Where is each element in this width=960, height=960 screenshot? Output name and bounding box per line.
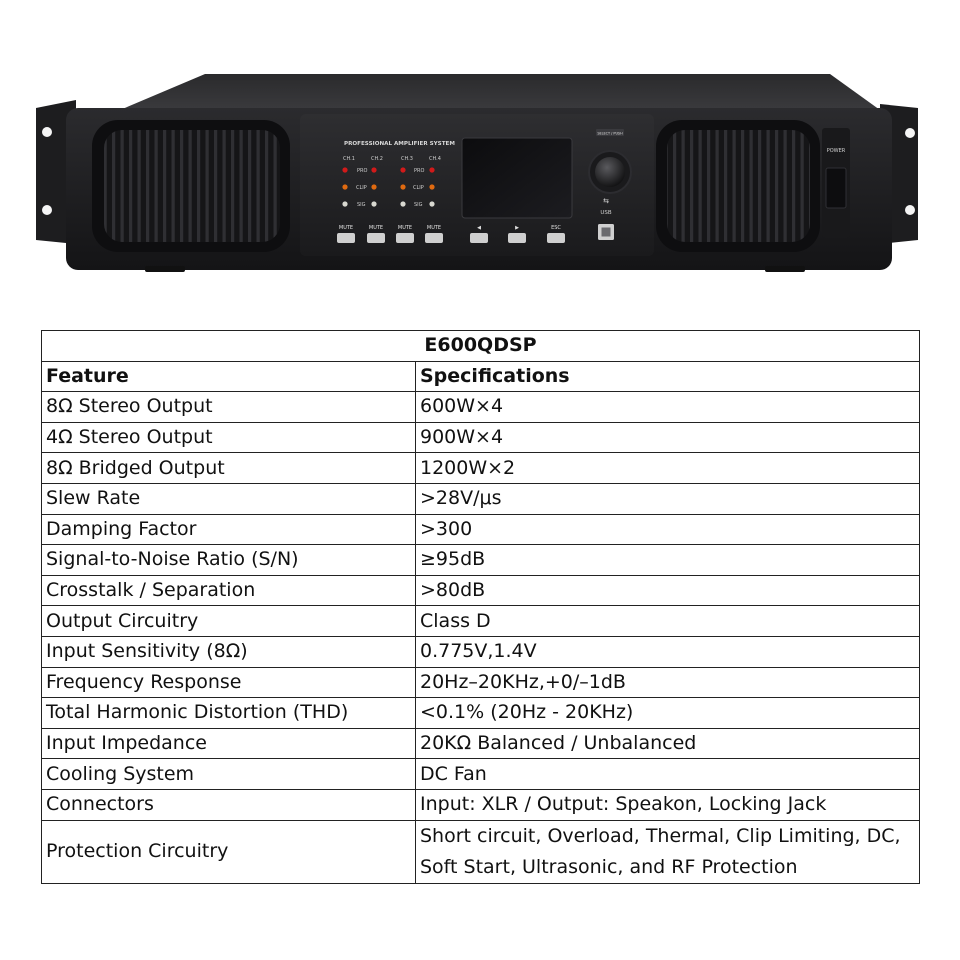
spec-cell: Input: XLR / Output: Speakon, Locking Ja…: [415, 788, 920, 821]
spec-cell: >28V/μs: [415, 482, 920, 515]
spec-cell: >80dB: [415, 574, 920, 607]
select-knob[interactable]: SELECT / PUSH: [588, 129, 632, 194]
spec-cell: 20KΩ Balanced / Unbalanced: [415, 727, 920, 760]
usb-icon: ⇆: [603, 197, 609, 205]
indicator-label: SIG: [357, 202, 366, 208]
usb-label: USB: [600, 210, 612, 216]
svg-text:MUTE: MUTE: [369, 225, 383, 231]
power-switch[interactable]: POWER: [822, 128, 850, 238]
feature-cell: Damping Factor: [41, 513, 416, 546]
spec-line: Short circuit, Overload, Thermal, Clip L…: [420, 824, 901, 847]
panel-label: PROFESSIONAL AMPLIFIER SYSTEM: [344, 141, 455, 147]
table-row: Total Harmonic Distortion (THD) <0.1% (2…: [41, 697, 920, 729]
mute-button-2[interactable]: MUTE: [367, 225, 385, 243]
table-row: Signal-to-Noise Ratio (S/N) ≥95dB: [41, 544, 920, 576]
table-header-row: Feature Specifications: [41, 360, 920, 393]
feature-cell: Protection Circuitry: [41, 819, 416, 884]
table-row: Frequency Response 20Hz–20KHz,+0/–1dB: [41, 666, 920, 699]
spec-cell: 600W×4: [415, 391, 920, 423]
feature-cell: Total Harmonic Distortion (THD): [41, 697, 416, 729]
indicator-label: PRO: [357, 168, 367, 174]
indicator-label: SIG: [414, 202, 423, 208]
spec-cell: 1200W×2: [415, 452, 920, 484]
indicator-label: CLIP: [356, 185, 367, 191]
spec-cell: >300: [415, 513, 920, 546]
table-title-row: E600QDSP: [41, 330, 920, 362]
header-specifications: Specifications: [415, 360, 920, 393]
table-row: 8Ω Stereo Output 600W×4: [41, 391, 920, 423]
svg-text:◀: ◀: [477, 225, 481, 231]
svg-text:MUTE: MUTE: [398, 225, 412, 231]
spec-cell: Class D: [415, 605, 920, 637]
chassis-top: [120, 74, 880, 110]
spec-cell: DC Fan: [415, 758, 920, 790]
mute-button-1[interactable]: MUTE: [337, 225, 355, 243]
feature-cell: Signal-to-Noise Ratio (S/N): [41, 544, 416, 576]
spec-cell: Short circuit, Overload, Thermal, Clip L…: [415, 819, 920, 884]
mute-button-4[interactable]: MUTE: [425, 225, 443, 243]
left-button[interactable]: ◀: [470, 225, 488, 243]
svg-text:MUTE: MUTE: [339, 225, 353, 231]
spec-line: Soft Start, Ultrasonic, and RF Protectio…: [420, 855, 798, 878]
feature-cell: Crosstalk / Separation: [41, 574, 416, 607]
model-title: E600QDSP: [41, 330, 920, 362]
svg-text:ESC: ESC: [551, 225, 561, 231]
spec-cell: ≥95dB: [415, 544, 920, 576]
feature-cell: Slew Rate: [41, 482, 416, 515]
table-row: Slew Rate >28V/μs: [41, 482, 920, 515]
feature-cell: 8Ω Bridged Output: [41, 452, 416, 484]
feature-cell: Cooling System: [41, 758, 416, 790]
svg-text:SELECT / PUSH: SELECT / PUSH: [597, 132, 623, 136]
spec-cell: 20Hz–20KHz,+0/–1dB: [415, 666, 920, 699]
table-row: 8Ω Bridged Output 1200W×2: [41, 452, 920, 484]
channel-label: CH.2: [371, 156, 383, 162]
feature-cell: Input Impedance: [41, 727, 416, 760]
table-row: Cooling System DC Fan: [41, 758, 920, 790]
header-feature: Feature: [41, 360, 416, 393]
svg-text:▶: ▶: [515, 225, 519, 231]
usb-port: ⇆ USB: [598, 197, 614, 240]
svg-text:MUTE: MUTE: [427, 225, 441, 231]
table-row: Damping Factor >300: [41, 513, 920, 546]
table-row: Crosstalk / Separation >80dB: [41, 574, 920, 607]
spec-table: E600QDSP Feature Specifications 8Ω Stere…: [41, 330, 920, 884]
feature-cell: Input Sensitivity (8Ω): [41, 635, 416, 668]
power-label: POWER: [827, 148, 846, 154]
feature-cell: 4Ω Stereo Output: [41, 421, 416, 454]
indicator-label: CLIP: [413, 185, 424, 191]
mute-button-3[interactable]: MUTE: [396, 225, 414, 243]
channel-label: CH.1: [343, 156, 355, 162]
table-row: Input Impedance 20KΩ Balanced / Unbalanc…: [41, 727, 920, 760]
table-row: 4Ω Stereo Output 900W×4: [41, 421, 920, 454]
table-row: Output Circuitry Class D: [41, 605, 920, 637]
feature-cell: Output Circuitry: [41, 605, 416, 637]
feature-cell: Frequency Response: [41, 666, 416, 699]
led-grid: [342, 167, 435, 207]
indicator-label: PRO: [414, 168, 424, 174]
table-row: Protection Circuitry Short circuit, Over…: [41, 819, 920, 884]
lcd-display: [461, 137, 573, 219]
table-row: Input Sensitivity (8Ω) 0.775V,1.4V: [41, 635, 920, 668]
table-row: Connectors Input: XLR / Output: Speakon,…: [41, 788, 920, 821]
channel-label: CH.3: [401, 156, 413, 162]
right-button[interactable]: ▶: [508, 225, 526, 243]
feature-cell: Connectors: [41, 788, 416, 821]
channel-label: CH.4: [429, 156, 441, 162]
spec-cell: 900W×4: [415, 421, 920, 454]
spec-cell: 0.775V,1.4V: [415, 635, 920, 668]
amplifier-front-panel-image: PROFESSIONAL AMPLIFIER SYSTEM CH.1 CH.2 …: [36, 74, 918, 272]
esc-button[interactable]: ESC: [547, 225, 565, 243]
feature-cell: 8Ω Stereo Output: [41, 391, 416, 423]
spec-cell: <0.1% (20Hz - 20KHz): [415, 697, 920, 729]
